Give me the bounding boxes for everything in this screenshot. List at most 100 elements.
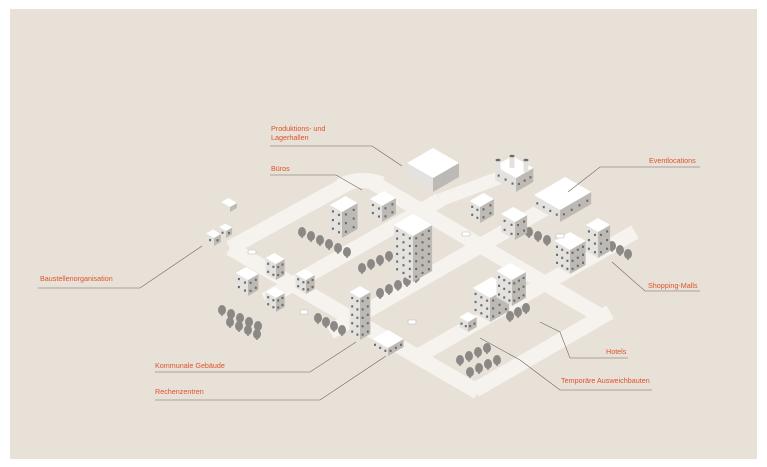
tree	[254, 321, 262, 331]
window	[415, 237, 418, 240]
window	[578, 204, 581, 207]
window	[331, 227, 334, 230]
tree	[245, 317, 253, 327]
window	[396, 252, 399, 256]
hotel-back-roof	[496, 263, 526, 280]
office-block-north	[369, 191, 396, 222]
label-hotels: Hotels	[606, 347, 627, 356]
house-2-roof	[265, 253, 285, 264]
window	[408, 244, 411, 248]
window	[562, 213, 565, 216]
window	[523, 220, 526, 223]
label-shopping-malls: Shopping-Malls	[648, 281, 698, 290]
window	[267, 303, 270, 306]
tree	[253, 329, 261, 339]
house-1	[235, 267, 259, 296]
tree-groups	[218, 223, 632, 378]
tree	[376, 255, 384, 265]
tree	[338, 325, 346, 335]
window	[486, 299, 489, 302]
tree	[616, 245, 624, 255]
tree	[236, 313, 244, 323]
tree	[394, 280, 402, 290]
window	[600, 233, 603, 237]
window	[421, 241, 424, 244]
window	[464, 325, 467, 328]
window	[503, 219, 506, 222]
window	[415, 267, 418, 271]
window	[492, 299, 495, 302]
label-eventlocations: Eventlocations	[649, 156, 696, 165]
site-container-2	[219, 223, 233, 238]
window	[517, 182, 520, 186]
window	[517, 279, 520, 282]
window	[396, 237, 399, 240]
window	[415, 275, 418, 278]
window	[474, 308, 477, 312]
window	[427, 245, 430, 248]
window	[421, 256, 424, 259]
tree	[298, 227, 306, 237]
window	[482, 208, 485, 211]
window	[517, 224, 520, 227]
tree	[385, 251, 393, 261]
window	[377, 215, 380, 218]
window	[593, 251, 596, 254]
window	[281, 296, 284, 300]
window	[571, 251, 574, 254]
window	[469, 325, 472, 328]
window	[272, 299, 275, 302]
window	[297, 285, 300, 288]
chimney-1-top	[495, 158, 501, 162]
tree	[330, 321, 338, 331]
window	[351, 313, 354, 316]
small-office-east-roof	[469, 193, 494, 207]
window	[571, 259, 574, 262]
window	[311, 278, 314, 282]
window	[571, 267, 574, 270]
window	[556, 261, 559, 264]
window	[402, 233, 405, 236]
window	[415, 260, 418, 263]
window	[267, 262, 270, 265]
window	[371, 203, 374, 207]
window	[498, 303, 501, 306]
tree	[343, 247, 351, 257]
window	[566, 251, 569, 254]
window	[408, 275, 411, 278]
window	[503, 228, 506, 231]
window	[389, 349, 392, 352]
window	[311, 285, 314, 289]
office-tower-west-right-face	[342, 203, 358, 238]
data-center-roof	[372, 330, 404, 348]
window	[421, 264, 424, 267]
window	[408, 260, 411, 263]
window	[361, 299, 364, 303]
tree	[218, 305, 226, 315]
hotel-back	[496, 263, 526, 306]
window	[486, 307, 489, 310]
window	[281, 303, 284, 307]
window	[277, 299, 280, 302]
tree	[376, 288, 384, 298]
window	[586, 199, 589, 202]
window	[498, 311, 501, 314]
window	[371, 211, 374, 215]
window	[556, 245, 559, 248]
window	[421, 271, 424, 275]
window	[510, 223, 513, 226]
window	[570, 208, 573, 211]
window	[352, 208, 355, 212]
tree	[484, 359, 492, 369]
street-cross-south	[471, 305, 614, 397]
window	[331, 210, 334, 213]
window	[394, 346, 397, 349]
window	[480, 296, 483, 299]
tree	[456, 355, 464, 365]
window	[593, 242, 596, 245]
window	[361, 308, 364, 311]
tree	[522, 303, 530, 313]
window	[508, 290, 511, 293]
window	[254, 278, 257, 281]
